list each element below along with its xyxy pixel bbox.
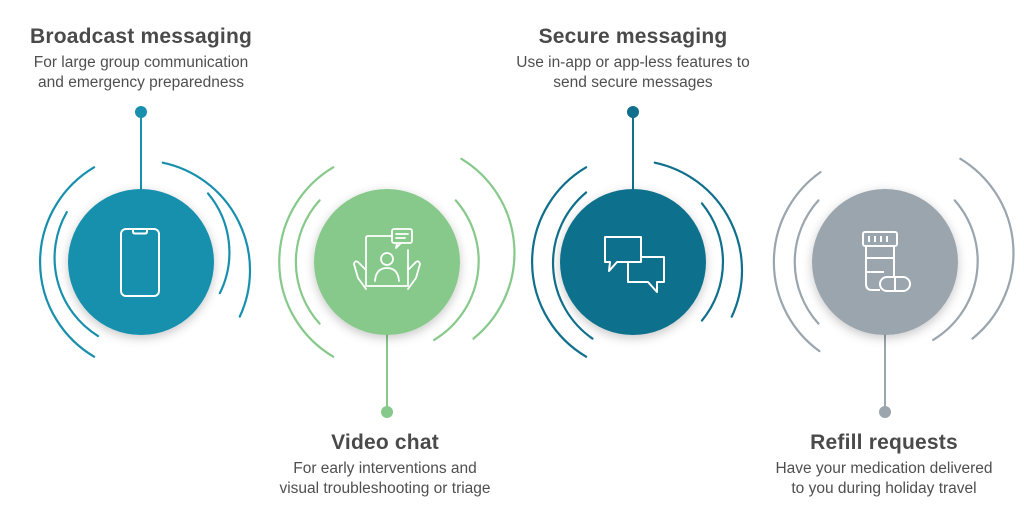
smartphone-icon xyxy=(120,228,160,297)
secure-description-line-1: Use in-app or app-less features to xyxy=(516,54,750,71)
refill-node xyxy=(772,157,1015,418)
pill-bottle-icon xyxy=(862,231,911,292)
secure-connector-dot xyxy=(627,106,639,118)
secure-caption: Secure messaging Use in-app or app-less … xyxy=(473,24,793,93)
chat-bubbles-icon xyxy=(604,236,665,293)
refill-arc-inner-left xyxy=(793,199,820,325)
broadcast-circle xyxy=(68,189,214,335)
broadcast-arc-outer-right xyxy=(161,161,252,318)
refill-circle xyxy=(812,189,958,335)
video-description-line-1: For early interventions and xyxy=(293,460,477,477)
broadcast-description-line-1: For large group communication xyxy=(33,54,249,71)
secure-node xyxy=(531,106,744,358)
video-connector-dot xyxy=(381,406,393,418)
video-arc-outer-left xyxy=(278,166,335,358)
refill-description-line-2: to you during holiday travel xyxy=(791,480,977,497)
video-chat-tablet-icon xyxy=(353,228,421,290)
refill-description-line-1: Have your medication delivered xyxy=(775,460,993,477)
broadcast-arc-inner-right xyxy=(206,192,231,295)
video-caption: Video chat For early interventions and v… xyxy=(225,430,545,499)
refill-title: Refill requests xyxy=(810,431,958,454)
video-arc-outer-right xyxy=(460,157,516,340)
secure-arc-inner-left xyxy=(552,191,594,340)
video-circle xyxy=(314,189,460,335)
broadcast-connector-dot xyxy=(135,106,147,118)
secure-title: Secure messaging xyxy=(538,25,728,48)
refill-arc-outer-right xyxy=(959,157,1015,340)
refill-caption: Refill requests Have your medication del… xyxy=(724,430,1024,499)
video-description-line-2: visual troubleshooting or triage xyxy=(279,480,491,497)
broadcast-title: Broadcast messaging xyxy=(29,25,253,48)
broadcast-description-line-2: and emergency preparedness xyxy=(38,74,244,91)
secure-description-line-2: send secure messages xyxy=(553,74,713,91)
video-node xyxy=(278,157,516,418)
refill-arc-inner-right xyxy=(932,199,979,342)
secure-arc-outer-right xyxy=(653,161,744,318)
video-title: Video chat xyxy=(331,431,439,454)
video-arc-inner-right xyxy=(433,199,480,342)
broadcast-node xyxy=(39,106,252,358)
broadcast-caption: Broadcast messaging For large group comm… xyxy=(0,24,301,93)
broadcast-arc-outer-left xyxy=(39,166,96,358)
secure-arc-outer-left xyxy=(531,166,588,358)
broadcast-arc-inner-left xyxy=(53,211,100,338)
video-arc-inner-left xyxy=(294,199,321,325)
refill-connector-dot xyxy=(879,406,891,418)
secure-arc-inner-right xyxy=(700,202,725,322)
refill-arc-outer-left xyxy=(772,171,822,353)
